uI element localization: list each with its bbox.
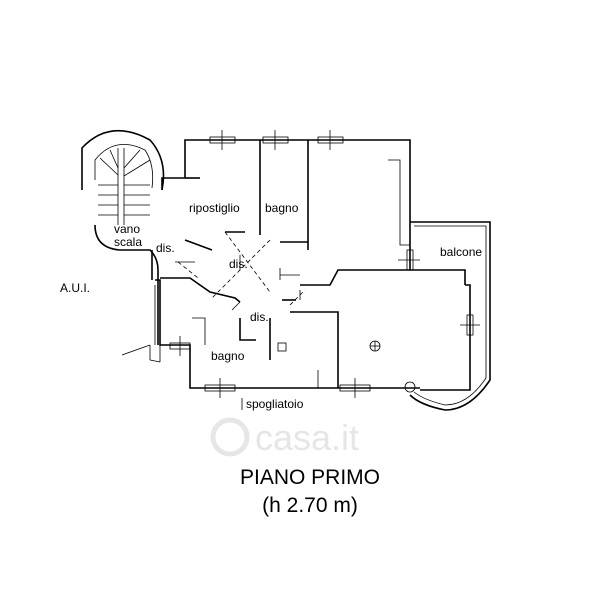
label-ripostiglio: ripostiglio bbox=[189, 201, 240, 215]
label-dis-left: dis. bbox=[156, 241, 175, 255]
fixtures bbox=[277, 340, 381, 388]
label-bagno-top: bagno bbox=[265, 201, 299, 215]
label-vano: vano bbox=[114, 222, 140, 236]
label-balcone: balcone bbox=[440, 245, 482, 259]
watermark: casa.it bbox=[210, 417, 359, 458]
windows bbox=[169, 130, 480, 398]
label-scala: scala bbox=[114, 235, 142, 249]
label-bagno-bottom: bagno bbox=[211, 349, 245, 363]
label-dis-lower: dis. bbox=[250, 310, 269, 324]
outer-walls bbox=[151, 139, 471, 391]
balcony bbox=[404, 221, 491, 411]
aui-entrance bbox=[121, 344, 161, 363]
watermark-text: casa.it bbox=[255, 417, 359, 458]
label-spogliatoio: spogliatoio bbox=[246, 397, 304, 411]
inner-walls bbox=[160, 140, 410, 388]
staircase bbox=[81, 129, 165, 345]
label-dis-center: dis. bbox=[229, 257, 248, 271]
plan-title: PIANO PRIMO (h 2.70 m) bbox=[240, 466, 380, 517]
title-line-2: (h 2.70 m) bbox=[262, 494, 358, 517]
room-labels: ripostiglio bagno vano scala dis. dis. d… bbox=[60, 201, 482, 411]
watermark-logo-icon bbox=[210, 417, 250, 457]
title-line-1: PIANO PRIMO bbox=[240, 466, 380, 489]
label-aui: A.U.I. bbox=[60, 281, 90, 295]
shower-fixture bbox=[277, 342, 287, 352]
door-swings bbox=[154, 231, 306, 345]
